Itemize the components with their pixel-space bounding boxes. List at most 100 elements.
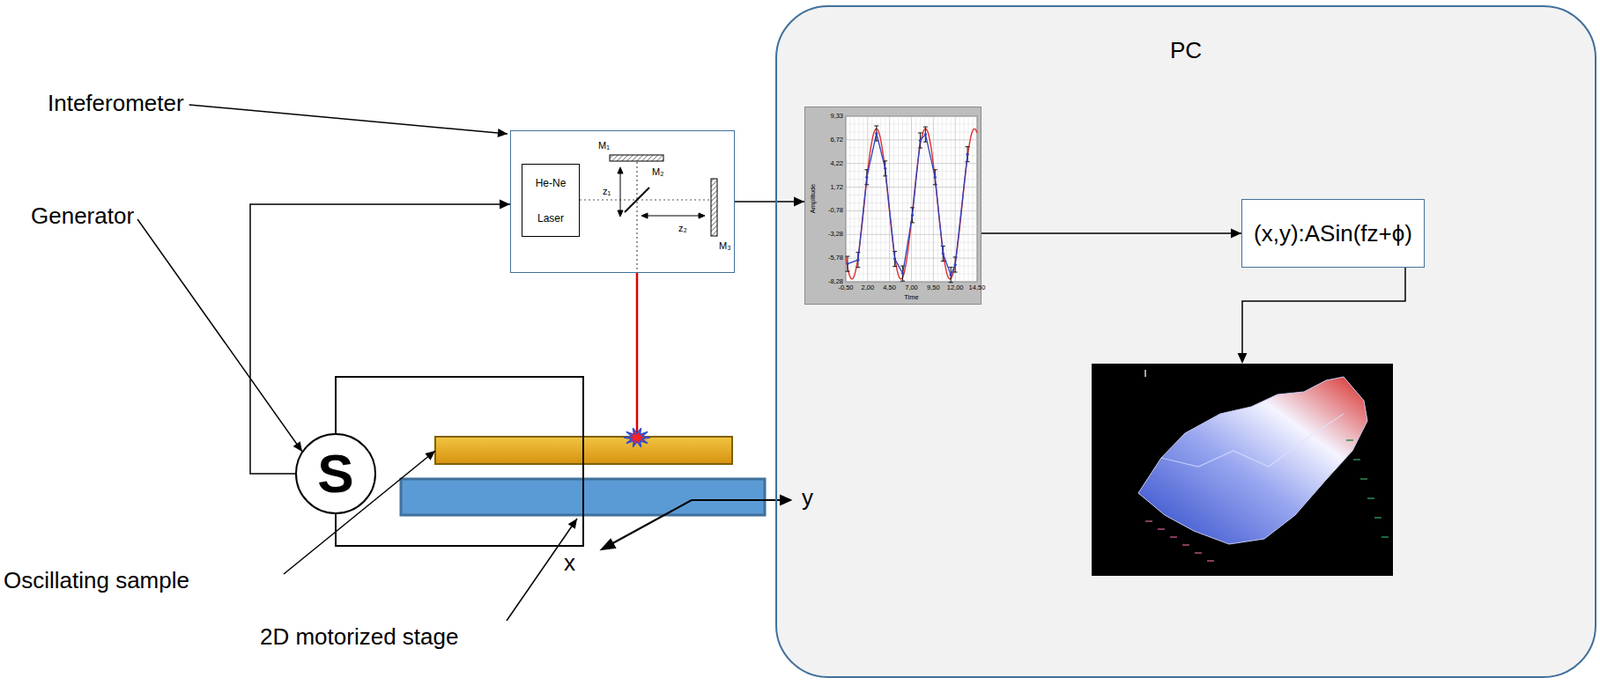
data-point	[933, 176, 937, 179]
plot-tick	[1360, 478, 1368, 481]
error-bar	[965, 161, 971, 163]
error-bar	[855, 266, 860, 268]
leader-arrowhead	[497, 128, 508, 138]
data-point	[966, 153, 970, 156]
drawing-part	[698, 213, 705, 219]
error-bar	[892, 266, 897, 267]
grid-line	[845, 147, 978, 149]
component-label: Generator	[30, 202, 134, 230]
beam-splitter-m2	[624, 187, 650, 213]
data-point	[874, 132, 878, 135]
component-label: Oscillating sample	[3, 567, 190, 594]
data-curve	[847, 133, 968, 276]
plot-tick	[1194, 552, 1202, 555]
grid-line	[849, 116, 851, 282]
tick-label: -5,78	[807, 253, 844, 262]
plot-tick	[1374, 517, 1382, 519]
grid-line	[845, 178, 978, 180]
plot-arrow	[1242, 267, 1406, 355]
drawing-part	[617, 167, 623, 174]
distance-label: z₁	[602, 185, 611, 197]
plot-tick	[1353, 459, 1361, 461]
error-bar	[874, 125, 879, 126]
grid-line	[968, 116, 970, 282]
tick-label: 12,00	[941, 283, 969, 292]
grid-line	[902, 116, 904, 282]
data-point	[941, 252, 945, 256]
data-point	[845, 262, 849, 266]
leader-line	[189, 104, 508, 134]
error-bar	[855, 251, 860, 253]
drawing-part	[780, 496, 791, 505]
mirror-label: M₁	[598, 140, 610, 151]
beam-path	[636, 162, 638, 273]
panel-title: PC	[777, 37, 1595, 65]
error-bar	[892, 251, 897, 252]
mirror-m3	[711, 178, 718, 237]
grid-line	[972, 116, 974, 282]
component-label: Inteferometer	[47, 89, 185, 117]
tick-label: 4,50	[876, 283, 904, 292]
plot-tick	[1145, 520, 1153, 523]
drawing-part	[644, 215, 702, 217]
signal-chart: AmplitudeTime9,336,724,221,72-0,78-3,28-…	[804, 106, 982, 305]
tick-label: -0,50	[832, 283, 860, 292]
grid-line	[924, 116, 926, 282]
mirror-label: M₃	[718, 240, 732, 252]
grid-line	[845, 162, 978, 164]
grid-line	[845, 274, 978, 275]
distance-label: z₂	[678, 222, 688, 234]
grid-line	[845, 170, 978, 172]
error-bar	[953, 256, 958, 258]
laser-label: He-Ne Laser	[533, 165, 569, 237]
plot-arrowhead	[1237, 353, 1248, 364]
grid-line	[845, 116, 978, 118]
plot-tick	[1207, 560, 1215, 563]
tick-label: 7,00	[898, 283, 926, 292]
data-point	[883, 167, 887, 171]
plot-tick	[1367, 497, 1375, 500]
grid-line	[845, 210, 978, 212]
leader-arrowhead	[293, 441, 303, 452]
grid-line	[946, 116, 948, 282]
error-bar	[933, 184, 938, 186]
z1-arrow	[617, 167, 623, 217]
tick-label: -3,28	[807, 229, 844, 238]
plot-tick	[1144, 370, 1147, 378]
error-bar	[940, 260, 946, 262]
error-bar	[882, 175, 888, 177]
grid-line	[963, 116, 965, 282]
laser-beam	[636, 273, 639, 436]
surface-plot-frame	[1091, 363, 1393, 577]
formula-box: (x,y):ASin(fz+ϕ)	[1241, 199, 1425, 268]
plot-tick	[1157, 528, 1165, 531]
connector-arrow	[734, 197, 805, 208]
data-point	[865, 176, 868, 179]
surface-ridge	[1161, 414, 1344, 467]
drawing-part	[620, 170, 622, 214]
grid-line	[853, 116, 855, 282]
plot-tick	[1170, 536, 1178, 539]
laser-spot-burst	[623, 428, 651, 447]
grid-line	[845, 139, 978, 141]
formula-text: (x,y):ASin(fz+ϕ)	[1253, 220, 1413, 248]
error-bar	[900, 281, 905, 282]
error-bar	[844, 256, 850, 258]
grid-line	[845, 234, 978, 236]
grid-line	[915, 116, 917, 282]
drawing-part	[601, 540, 615, 550]
grid-line	[845, 281, 978, 283]
arrowhead	[1230, 229, 1242, 239]
data-point	[901, 272, 904, 275]
axis-label: y	[801, 484, 814, 512]
tick-label: 6,72	[807, 135, 844, 144]
data-point	[918, 139, 922, 142]
tick-label: 14,50	[963, 283, 991, 292]
axis-title: Time	[894, 293, 930, 302]
plot-tick	[1381, 536, 1389, 539]
grid-line	[941, 116, 943, 282]
drawing-part	[617, 210, 623, 217]
error-bar	[953, 272, 958, 274]
